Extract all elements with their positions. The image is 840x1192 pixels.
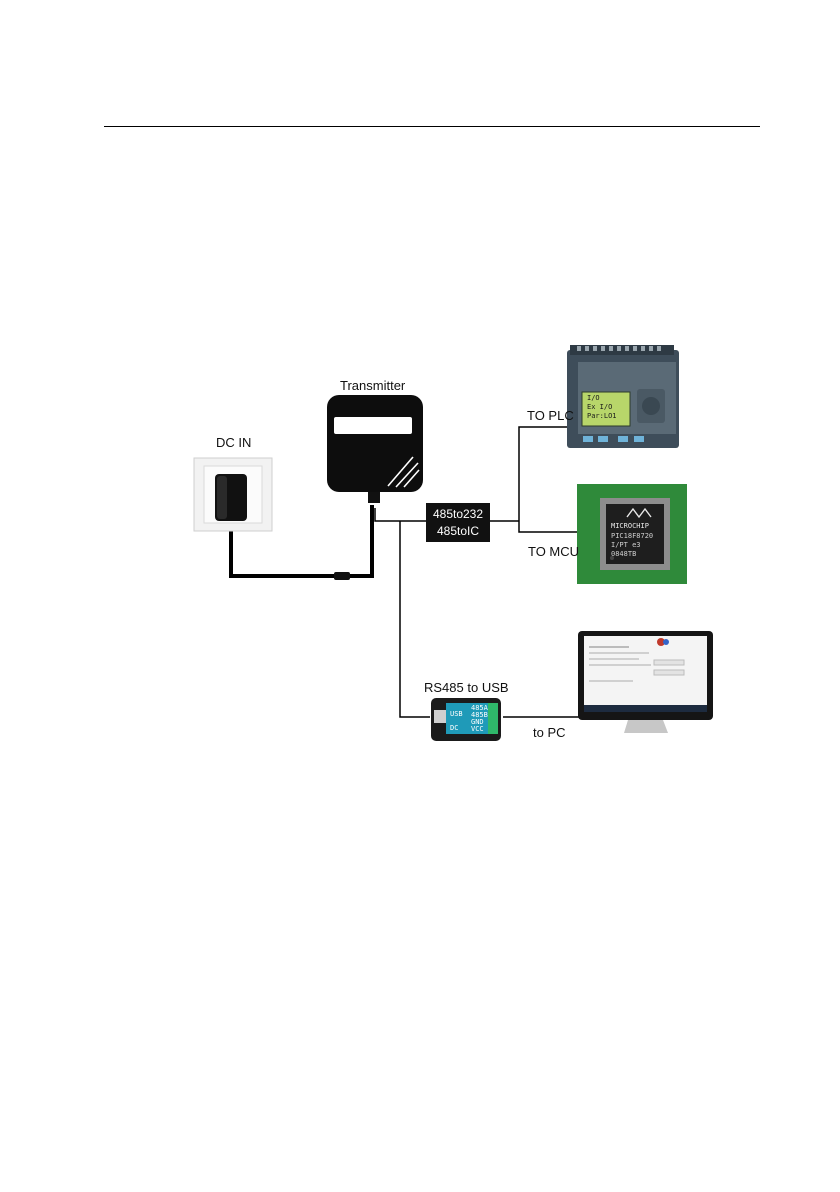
usb-pin-label: VCC [471, 725, 484, 733]
mcu-part: PIC18F8720 [611, 532, 653, 540]
rs485-usb-label: RS485 to USB [424, 680, 509, 695]
to-plc-label: TO PLC [527, 408, 574, 423]
plc-device [567, 345, 679, 448]
transmitter-device [327, 395, 423, 503]
dc-in-label: DC IN [216, 435, 251, 450]
rs485-usb-module [431, 698, 501, 741]
converter-label-1: 485to232 [433, 507, 483, 521]
usb-port-label: USB [450, 710, 463, 718]
transmitter-output-line [375, 508, 431, 521]
mcu-brand: MICROCHIP [611, 522, 649, 530]
power-connector [334, 572, 350, 580]
mcu-lot: 0848TB [611, 550, 636, 558]
wall-socket [194, 458, 272, 531]
mcu-code: I/PT e3 [611, 541, 641, 549]
bus-to-plc-mcu [485, 427, 577, 532]
pc-monitor [578, 631, 713, 733]
usb-dc-label: DC [450, 724, 458, 732]
converter-label-2: 485toIC [437, 524, 479, 538]
to-mcu-label: TO MCU [528, 544, 579, 559]
plc-lcd-line-1: I/O [587, 394, 600, 402]
plc-lcd-line-2: Ex I/O [587, 403, 612, 411]
plc-lcd-line-3: Par:LO1 [587, 412, 617, 420]
to-pc-label: to PC [533, 725, 566, 740]
transmitter-label: Transmitter [340, 378, 406, 393]
